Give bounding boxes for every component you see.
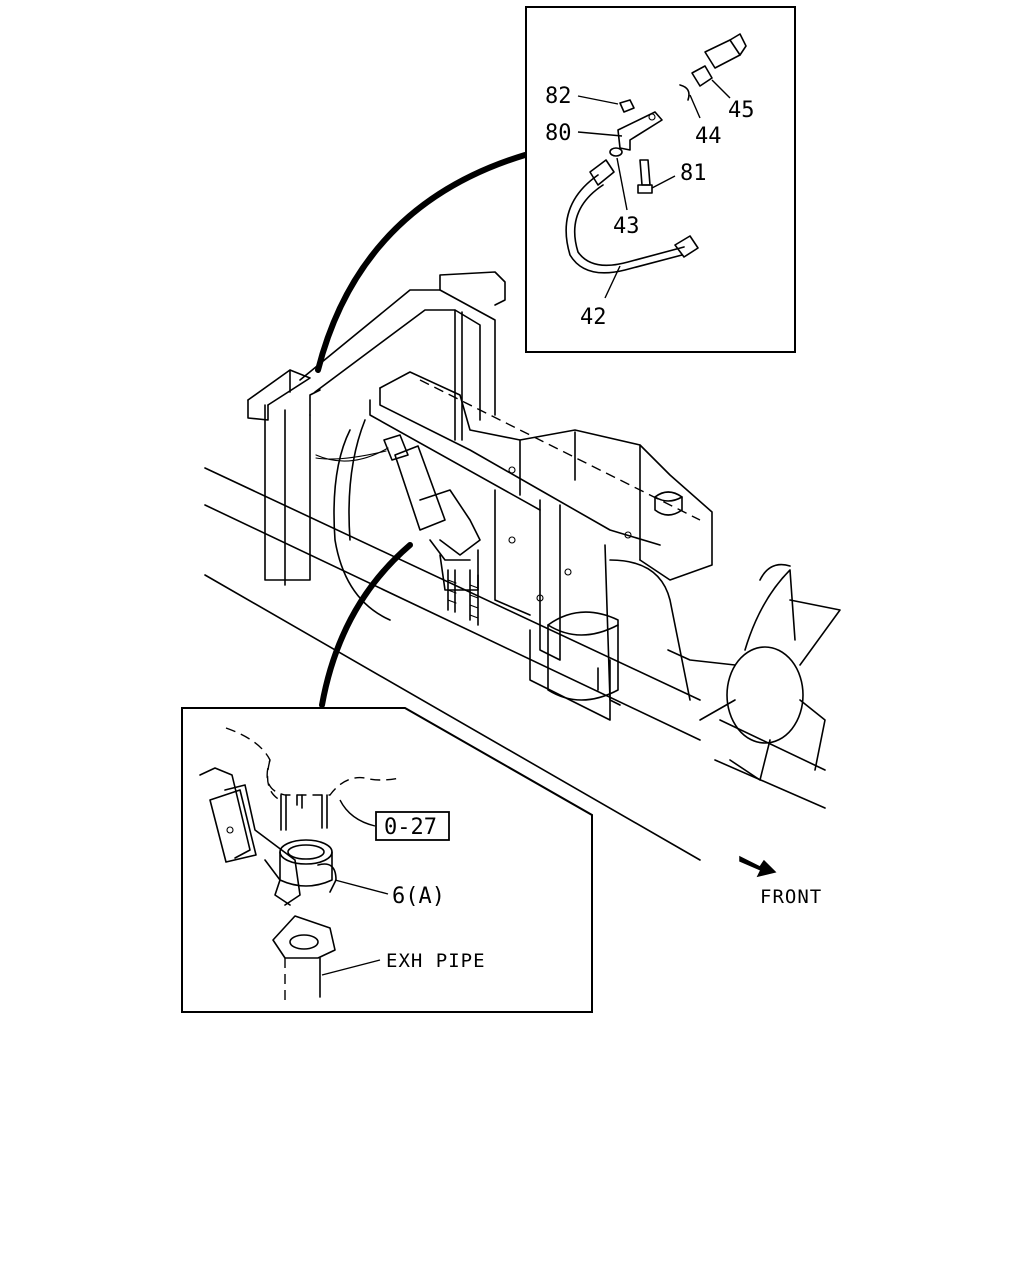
engine-chassis-view: [204, 152, 841, 861]
callout-44: 44: [695, 124, 722, 149]
callout-42: 42: [580, 305, 607, 330]
callout-45: 45: [728, 98, 755, 123]
callout-80: 80: [545, 121, 572, 146]
callout-82: 82: [545, 84, 572, 109]
exhaust-detail-box: [181, 707, 593, 1013]
fan-icon: [667, 563, 841, 781]
hose-detail-box: [525, 6, 796, 353]
exh-pipe-label: EXH PIPE: [386, 950, 486, 972]
ref-box-0-27: [375, 811, 450, 841]
sensor-assembly-icon: [315, 434, 481, 626]
callout-81: 81: [680, 161, 707, 186]
front-label: FRONT: [760, 886, 822, 908]
callout-6a: 6(A): [392, 884, 445, 909]
callout-0-27: 0-27: [384, 815, 437, 840]
front-arrow-icon: [739, 855, 777, 878]
callout-43: 43: [613, 214, 640, 239]
